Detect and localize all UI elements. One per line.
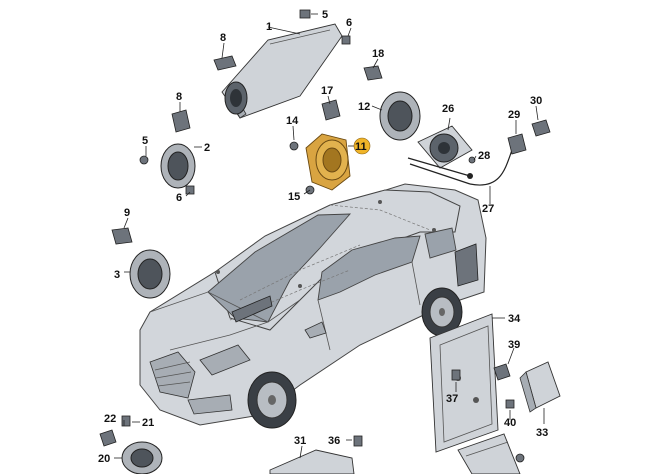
amplifier-unit xyxy=(457,433,521,474)
label-6-top: 6 xyxy=(346,17,352,29)
label-28: 28 xyxy=(478,150,490,162)
label-12: 12 xyxy=(358,101,370,113)
wiring-harness xyxy=(407,149,513,186)
label-40: 40 xyxy=(504,417,516,429)
label-2: 2 xyxy=(204,142,210,154)
part-3-speaker xyxy=(129,249,171,299)
label-37: 37 xyxy=(446,393,458,405)
part-12-speaker xyxy=(379,91,421,141)
label-1: 1 xyxy=(266,21,272,33)
part-26-speaker xyxy=(417,125,473,169)
label-20: 20 xyxy=(98,453,110,465)
label-22: 22 xyxy=(104,413,116,425)
label-39: 39 xyxy=(508,339,520,351)
part-31-box xyxy=(269,449,355,474)
label-29: 29 xyxy=(508,109,520,121)
label-21: 21 xyxy=(142,417,154,429)
fasteners xyxy=(99,9,551,463)
car-illustration xyxy=(139,183,487,429)
label-15: 15 xyxy=(288,191,300,203)
label-11: 11 xyxy=(355,141,367,153)
label-27: 27 xyxy=(482,203,494,215)
label-31: 31 xyxy=(294,435,306,447)
front-wheel xyxy=(247,371,297,429)
highlight-badge xyxy=(353,137,371,155)
label-36: 36 xyxy=(328,435,340,447)
label-3: 3 xyxy=(114,269,120,281)
part-2-speaker xyxy=(160,143,196,189)
label-8-mid: 8 xyxy=(176,91,182,103)
label-14: 14 xyxy=(286,115,299,127)
label-33: 33 xyxy=(536,427,548,439)
label-34: 34 xyxy=(508,313,521,325)
part-11-speaker-highlight xyxy=(305,133,351,191)
label-17: 17 xyxy=(321,85,333,97)
part-1-speaker-enclosure xyxy=(221,23,343,119)
leader-lines xyxy=(114,13,545,459)
callout-labels: 1 2 3 5 5 6 6 8 8 9 11 12 14 15 17 18 20… xyxy=(98,9,548,465)
part-20-speaker xyxy=(121,441,163,474)
label-9: 9 xyxy=(124,207,130,219)
part-34-bracket xyxy=(429,313,499,453)
label-30: 30 xyxy=(530,95,542,107)
label-8-top: 8 xyxy=(220,32,226,44)
grille-slats xyxy=(154,361,192,387)
label-6-mid: 6 xyxy=(176,192,182,204)
part-33-module xyxy=(519,361,561,413)
label-18: 18 xyxy=(372,48,384,60)
label-5-top: 5 xyxy=(322,9,328,21)
label-5-mid: 5 xyxy=(142,135,148,147)
label-26: 26 xyxy=(442,103,454,115)
